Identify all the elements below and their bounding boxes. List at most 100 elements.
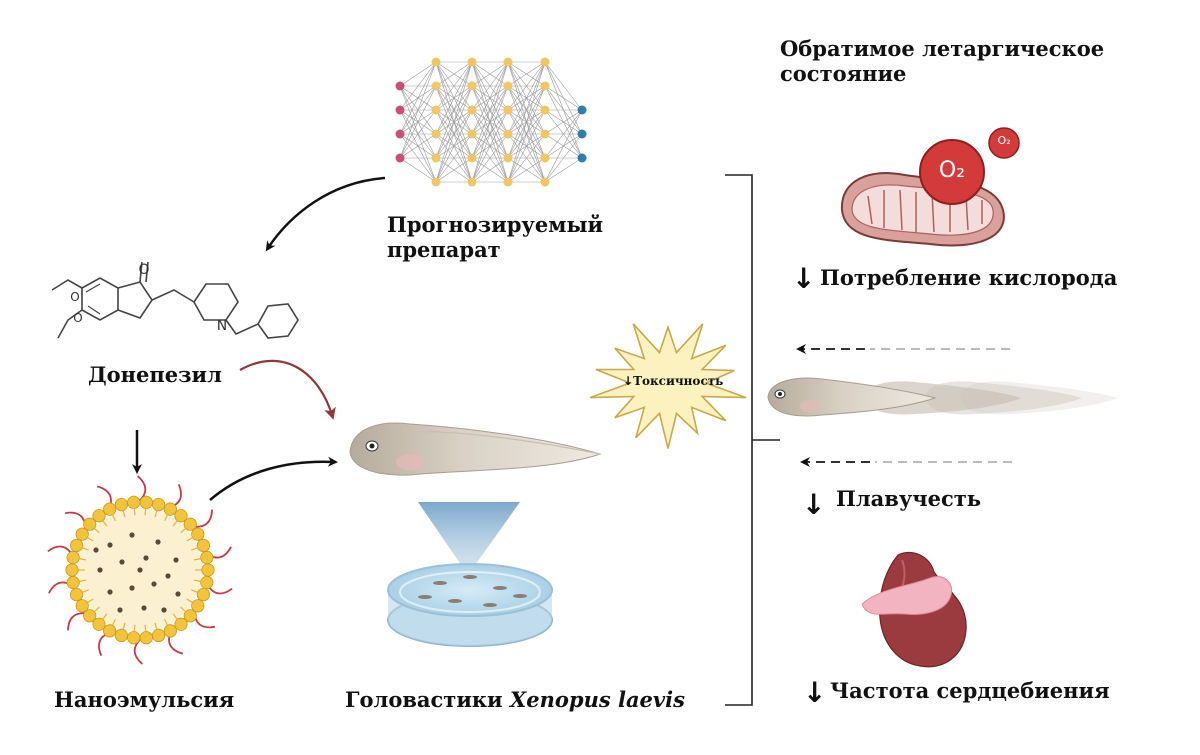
nn-node [503, 105, 513, 115]
surfactant-chain [81, 547, 89, 551]
surfactant-head [92, 617, 106, 631]
surfactant-chain [86, 536, 94, 542]
nn-node [540, 57, 550, 67]
nn-connection [507, 85, 546, 183]
nn-connection [544, 157, 583, 183]
nn-node [431, 81, 441, 91]
surfactant-chain [163, 514, 169, 522]
nn-connection [544, 109, 583, 159]
surfactant-tail [193, 611, 216, 629]
nn-connection [471, 133, 509, 183]
effect-buoyancy: Плавучесть [836, 486, 982, 511]
nn-connection [544, 85, 583, 111]
nn-connection [435, 157, 473, 183]
svg-text:O: O [138, 262, 149, 278]
arrow-nn-to-donepezil [265, 176, 386, 252]
surfactant-head [83, 609, 97, 623]
nn-connection [507, 61, 546, 135]
surfactant-chain [78, 558, 87, 561]
drug-particle [161, 607, 167, 613]
nn-connection [399, 85, 437, 159]
surfactant-chain [133, 624, 136, 632]
drug-particle [107, 542, 113, 548]
surfactant-head [196, 538, 211, 553]
surfactant-head [139, 495, 153, 509]
surfactant-head [200, 575, 214, 590]
nn-node [503, 81, 513, 91]
nn-node [540, 153, 550, 163]
surfactant-head [83, 517, 97, 531]
buoyancy-down-icon: ↓ [802, 488, 826, 521]
drug-particle [165, 573, 171, 579]
surfactant-head [65, 563, 79, 577]
nn-node [467, 105, 477, 115]
nn-connection [544, 133, 583, 183]
surfactant-chain [81, 589, 89, 593]
nn-node [431, 105, 441, 115]
arrow-nanoemulsion-to-tadpole [209, 456, 338, 501]
nn-connection [471, 61, 509, 87]
toxicity-burst-icon [589, 323, 747, 449]
surfactant-head [69, 538, 84, 553]
surfactant-head [200, 550, 214, 565]
surfactant-head [75, 527, 89, 541]
drug-particle [119, 559, 125, 565]
heart-icon [861, 551, 967, 668]
nn-node [467, 177, 477, 187]
light-beam [418, 502, 520, 575]
surfactant-chain [191, 589, 199, 593]
surfactant-chain [186, 536, 194, 542]
surfactant-head [75, 599, 89, 613]
nn-node [395, 81, 405, 91]
nn-node [503, 177, 513, 187]
effect-oxygen-consumption: Потребление кислорода [820, 265, 1118, 290]
surfactant-head [152, 497, 166, 512]
oxygen-big-icon [919, 139, 985, 205]
surfactant-head [66, 550, 80, 565]
nn-connection [507, 61, 546, 159]
surfactant-head [163, 624, 177, 638]
surfactant-chain [93, 527, 100, 534]
surfactant-head [127, 495, 141, 509]
surfactant-head [191, 527, 205, 541]
surfactant-chain [163, 618, 169, 626]
nn-node [503, 153, 513, 163]
surfactant-chain [102, 613, 108, 620]
nn-connection [435, 61, 473, 183]
surfactant-chain [186, 598, 194, 604]
nn-connection [507, 109, 546, 183]
surfactant-chain [111, 514, 117, 522]
page-title: Обратимое летаргическое состояние [780, 36, 1105, 87]
nn-node [577, 153, 587, 163]
nn-node [431, 57, 441, 67]
drug-particle [137, 567, 143, 573]
oxygen-small-label: O₂ [997, 134, 1011, 147]
surfactant-head [174, 509, 188, 523]
nn-node [395, 129, 405, 139]
nn-connection [544, 109, 583, 135]
surfactant-head [103, 502, 117, 516]
toxicity-down-arrow-icon: ↓ [623, 374, 634, 388]
nn-node [540, 81, 550, 91]
surfactant-head [174, 617, 188, 631]
donepezil-molecule-icon [51, 261, 299, 339]
nn-node [467, 153, 477, 163]
drug-particle [129, 585, 135, 591]
nn-node [431, 129, 441, 139]
nn-node [540, 105, 550, 115]
nn-connection [507, 61, 546, 111]
nn-connection [399, 61, 437, 87]
surfactant-chain [102, 520, 108, 527]
label-nanoemulsion: Наноэмульсия [54, 687, 235, 712]
nn-connection [399, 157, 437, 183]
surfactant-chain [193, 579, 202, 582]
swimming-tadpoles-icon [767, 377, 1118, 417]
nn-connection [399, 133, 437, 159]
label-predicted-drug: Прогнозируемый препарат [387, 212, 604, 263]
petri-dish-icon [387, 563, 553, 647]
drug-particle [107, 589, 113, 595]
surfactant-chain [172, 520, 178, 527]
nn-node [467, 81, 477, 91]
nn-node [540, 129, 550, 139]
nn-connection [471, 85, 509, 183]
